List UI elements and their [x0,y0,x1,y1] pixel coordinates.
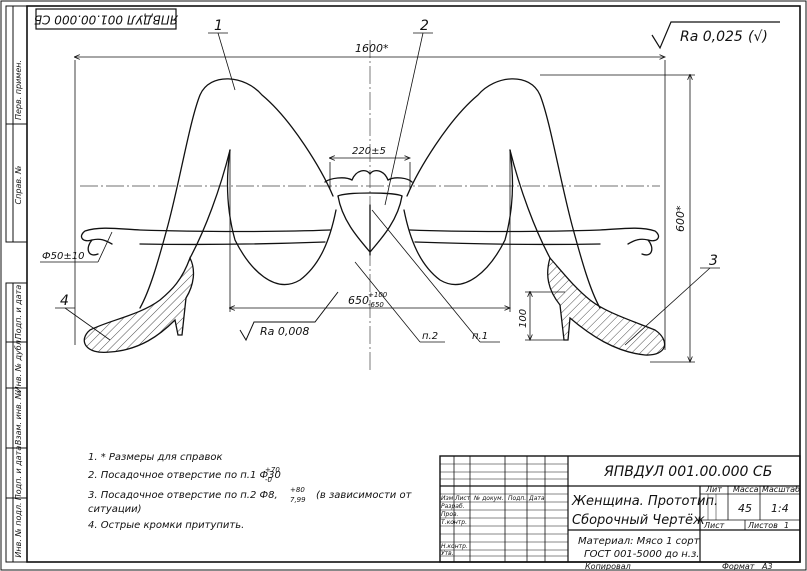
tb-masshtab: Масштаб [762,485,800,494]
margin-perv-primen: Перв. примен. [14,60,23,120]
callout-1: 1 [214,18,223,34]
roughness-general: Ra 0,025 (√) [651,21,780,50]
note-2-upper: +70 [265,466,280,474]
dim-220: 220±5 [352,146,386,157]
note-1: 1. * Размеры для справок [88,452,223,463]
tb-name-2: Сборочный Чертёж [572,513,705,528]
callout-3: 3 [709,253,718,269]
title-block [439,455,801,563]
tb-massa: Масса [733,485,759,494]
top-stamp-text: ЯПВДУЛ 001.00.000 СБ [34,13,179,27]
margin-podp-data-1: Подп. и дата [14,285,23,340]
right-shoe [547,256,666,356]
tb-name-1: Женщина. Прототип. [571,494,718,509]
margin-inv-dubl: Инв. № дубл. [14,338,23,393]
roughness-general-text: Ra 0,025 [680,29,743,45]
dim-hand-dia: Ф50±10 [42,251,84,262]
dim-650: 650 [348,294,369,307]
tb-massa-val: 45 [738,502,752,515]
tb-designation: ЯПВДУЛ 001.00.000 СБ [603,464,772,480]
note-4: 4. Острые кромки притупить. [88,520,244,531]
dimension-lines [40,57,695,362]
note-3-tail: (в зависимости от [316,490,413,501]
label-p1: п.1 [472,331,488,342]
note-2: 2. Посадочное отверстие по п.1 Ф30 [88,470,281,481]
tb-prov: Пров. [441,511,459,518]
tb-format-val: А3 [761,562,773,571]
dim-650-lower: -650 [368,301,384,309]
notes: 1. * Размеры для справок 2. Посадочное о… [88,452,413,531]
tb-col-ndokum: № докум. [473,495,504,502]
label-p2: п.2 [422,331,438,342]
dim-650-upper: +100 [368,291,388,299]
note-3-upper: +80 [290,486,305,494]
tb-material-2: ГОСТ 001-5000 до н.з. [584,549,699,560]
tb-col-izm: Изм [441,495,454,502]
tb-col-list: Лист [454,495,471,502]
figure-outline [80,78,660,309]
margin-vzam-inv: Взам. инв. № [14,391,23,445]
margin-sprav: Справ. № [14,166,23,205]
dim-1600: 1600* [355,42,389,55]
tb-listov-val: 1 [784,521,789,530]
tb-format: Формат [722,562,755,571]
dim-600: 600* [674,205,687,232]
callout-4: 4 [60,293,69,309]
top-stamp: ЯПВДУЛ 001.00.000 СБ [34,8,179,30]
tb-tkontr: Т.контр. [441,519,467,526]
left-margin [5,5,28,563]
dim-100: 100 [518,309,529,328]
tb-list-label: Лист [703,521,725,530]
tb-lit: Лит [705,485,722,494]
tb-listov-label: Листов [747,521,778,530]
note-3-lower: 7,99 [290,496,306,504]
tb-col-data: Дата [528,495,545,502]
roughness-local-text: Ra 0,008 [260,325,309,338]
tb-kopiroval: Копировал [585,562,631,571]
tb-col-podp: Подп. [508,495,526,502]
left-shoe [83,256,195,353]
tb-nkontr: Н.контр. [441,543,468,550]
tb-razrab: Разраб. [441,503,465,510]
tb-material-1: Материал: Мясо 1 сорт [578,536,701,547]
margin-podp-data-2: Подп. и дата [14,446,23,501]
note-2-lower: -0 [265,476,273,484]
roughness-general-check: (√) [748,29,768,45]
tb-masshtab-val: 1:4 [771,502,789,515]
margin-inv-podl: Инв. № подл. [14,502,23,557]
note-3: 3. Посадочное отверстие по п.2 Ф8, [88,490,278,501]
callout-leaders [55,32,720,346]
tb-utv: Утв. [441,550,454,557]
callout-2: 2 [420,18,429,34]
roughness-local: Ra 0,008 [239,291,339,342]
note-3-cont: ситуации) [88,504,142,515]
